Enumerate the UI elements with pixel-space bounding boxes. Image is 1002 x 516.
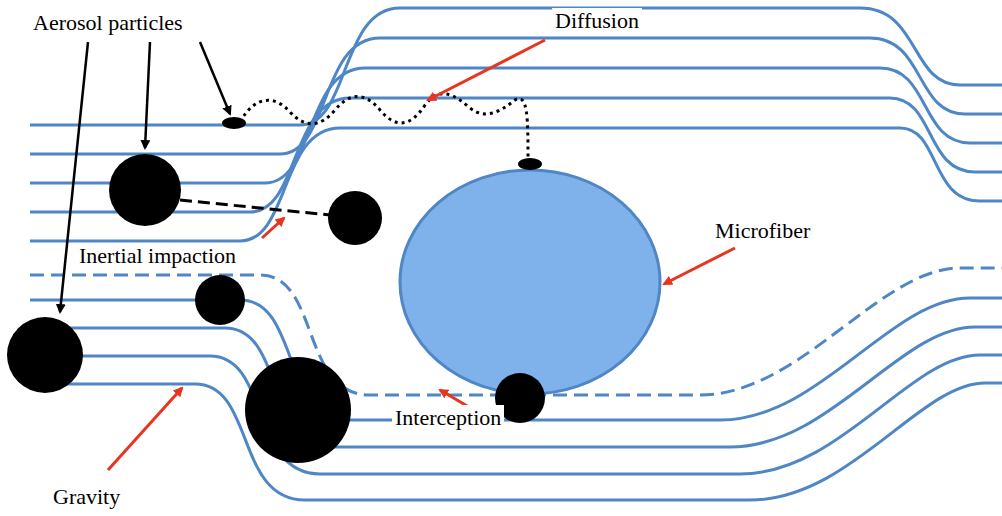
mechanism-label: Interception xyxy=(392,405,504,431)
mechanism-label: Inertial impaction xyxy=(76,243,239,269)
mechanism-label: Diffusion xyxy=(552,8,642,34)
streamlines xyxy=(30,8,1002,500)
mechanism-label: Aerosol particles xyxy=(30,10,186,36)
particle-leaders xyxy=(60,42,230,312)
diffusion-path xyxy=(240,94,528,160)
aerosol-particles xyxy=(7,117,545,463)
impaction-path xyxy=(180,200,330,215)
microfiber-shape xyxy=(400,170,660,394)
mechanism-label: Microfiber xyxy=(712,218,813,244)
mechanism-label: Gravity xyxy=(50,484,123,510)
